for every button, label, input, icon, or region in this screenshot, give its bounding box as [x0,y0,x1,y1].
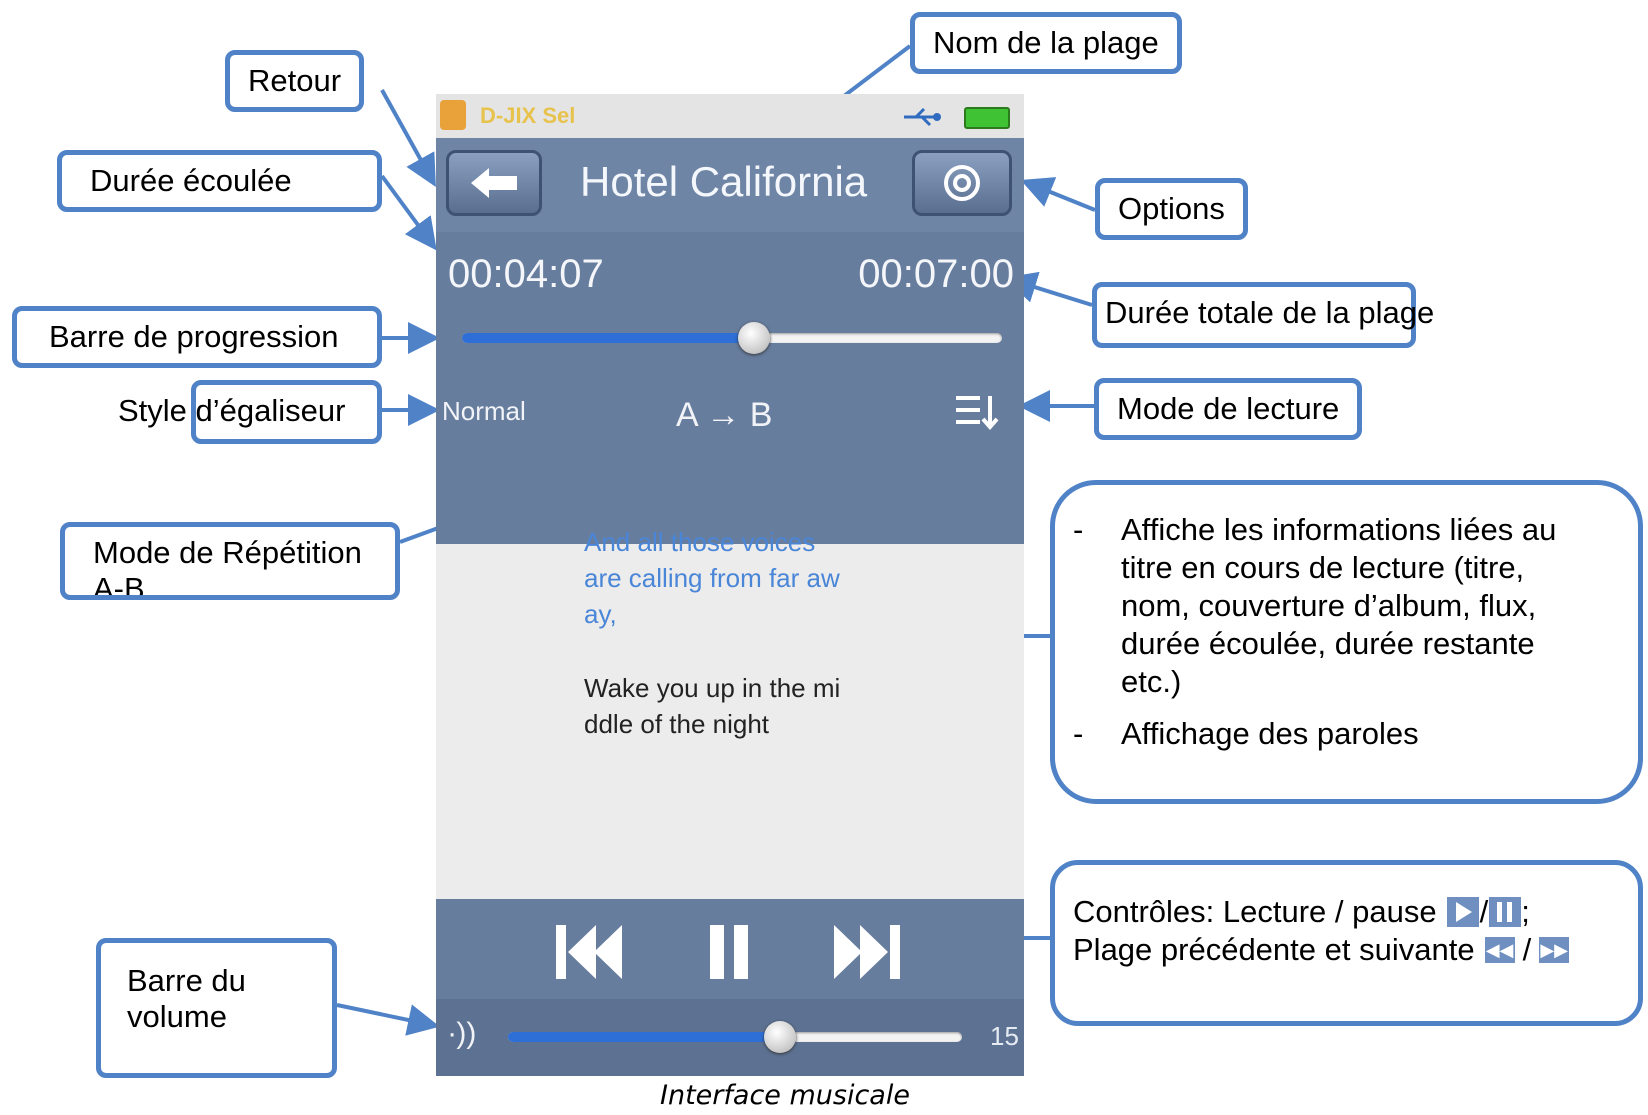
next-track-icon[interactable] [832,923,904,981]
pause-icon[interactable] [708,923,752,981]
callout-mode-repetition-cut: A-B [93,571,145,600]
previous-track-icon[interactable] [554,923,626,981]
options-button[interactable] [912,150,1012,216]
play-icon [1446,897,1479,927]
info-bullet-1: - Affiche les informations liées au titr… [1073,512,1557,699]
progress-knob[interactable] [738,322,770,354]
volume-knob[interactable] [764,1021,796,1053]
back-button[interactable] [446,150,542,216]
callout-options: Options [1095,178,1248,240]
controles-text-1: Contrôles: Lecture / pause [1073,894,1437,929]
callout-duree-ecoulee: Durée écoulée [57,150,382,212]
lyrics-current: Wake you up in the mi ddle of the night [584,670,840,742]
lyric-line: are calling from far aw [584,563,840,593]
volume-level: 15 [990,1021,1019,1051]
callout-style-egaliseur: Style d’égaliseur [118,393,346,428]
info-line: etc.) [1121,664,1182,699]
repeat-mode[interactable]: A → B [676,396,773,434]
info-bullet-2: - Affichage des paroles [1073,716,1419,751]
usb-icon [904,107,941,127]
callout-info: - Affiche les informations liées au titr… [1050,480,1643,804]
total-time: 00:07:00 [858,252,1014,296]
equalizer-style[interactable]: Normal [442,396,526,426]
app-name: D-JIX Sel [480,103,576,128]
callout-mode-lecture: Mode de lecture [1094,378,1363,440]
previous-track-icon: ◀◀ [1484,937,1515,963]
callout-barre-progression: Barre de progression [12,306,382,368]
battery-icon [964,107,1010,129]
callout-barre-volume: Barre du volume [96,938,337,1078]
lyrics-previous: And all those voices are calling from fa… [584,524,840,632]
play-mode-icon[interactable] [954,392,1000,432]
track-title: Hotel California [580,158,868,205]
callout-retour: Retour [225,50,365,112]
callout-controles: Contrôles: Lecture / pause / ; Plage pré… [1050,860,1643,1026]
controles-line-1: Contrôles: Lecture / pause / ; [1073,894,1530,929]
pause-icon [1489,897,1522,927]
callout-mode-repetition: Mode de Répétition A-B [60,522,400,600]
callout-duree-totale: Durée totale de la plage [1092,282,1434,348]
lyric-line: Wake you up in the mi [584,673,841,703]
app-icon [440,100,466,130]
progress-bar[interactable] [462,322,1002,354]
callout-mode-repetition-text: Mode de Répétition [93,535,362,570]
info-line: Affichage des paroles [1121,716,1419,751]
callout-barre-volume-line1: Barre du [127,963,246,998]
controles-line-2: Plage précédente et suivante ◀◀ / ▶▶ [1073,932,1570,967]
callout-duree-totale-text: Durée totale de la plage [1105,295,1435,330]
next-track-icon: ▶▶ [1539,937,1570,963]
playback-panel: 00:04:07 00:07:00 Normal A → B [436,232,1024,544]
callout-style-egaliseur-box [191,380,382,444]
volume-icon: ∙)) [448,1017,477,1050]
info-line: Affiche les informations liées au [1121,512,1557,547]
lyric-line: ay, [584,599,617,629]
lyric-line: And all those voices [584,527,816,557]
music-player-screen: D-JIX Sel Hotel California 00:04:07 00:0… [436,94,1024,1076]
elapsed-time: 00:04:07 [448,252,604,296]
info-line: titre en cours de lecture (titre, [1121,550,1525,585]
controls-bar [436,899,1024,999]
info-line: durée écoulée, durée restante [1121,626,1535,661]
volume-slider[interactable] [508,1021,962,1053]
gear-icon [944,165,980,201]
callout-barre-volume-line2: volume [127,999,227,1034]
back-arrow-icon [471,168,517,198]
figure-caption: Interface musicale [660,1080,910,1111]
progress-fill [462,333,754,343]
controles-text-2: Plage précédente et suivante [1073,932,1475,967]
lyric-line: ddle of the night [584,709,770,739]
callout-nom-plage: Nom de la plage [910,12,1182,74]
volume-fill [508,1032,780,1042]
header-bar: Hotel California [436,138,1024,232]
status-bar: D-JIX Sel [436,94,1024,138]
volume-bar: ∙)) 15 [436,999,1024,1076]
info-line: nom, couverture d’album, flux, [1121,588,1537,623]
